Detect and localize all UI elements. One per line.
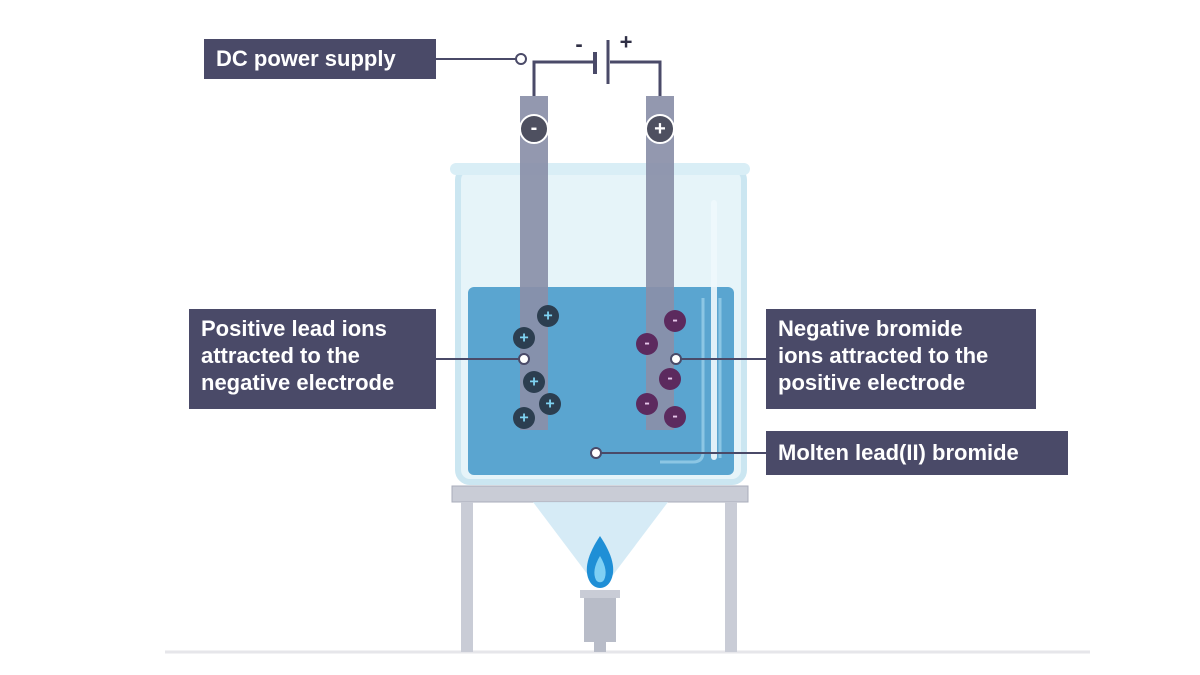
positive-ions-label: Positive lead ions attracted to the nega… (189, 309, 436, 409)
negative-ions-line-3: positive electrode (778, 370, 966, 395)
battery-negative-sign: - (575, 32, 582, 57)
positive-ions-line-2: attracted to the (201, 343, 360, 368)
molten-text: Molten lead(II) bromide (778, 440, 1019, 465)
anode-sign-icon: + (645, 114, 675, 144)
molten-label: Molten lead(II) bromide (766, 431, 1068, 475)
lead-ion: + (523, 371, 545, 393)
negative-ions-label: Negative bromide ions attracted to the p… (766, 309, 1036, 409)
svg-text:-: - (672, 408, 677, 425)
circuit-wires (532, 60, 662, 96)
lead-ion: + (537, 305, 559, 327)
battery-positive-sign: + (620, 30, 633, 55)
battery-symbol-icon (593, 40, 610, 84)
svg-text:+: + (543, 308, 552, 325)
bromide-ion: - (664, 310, 686, 332)
lead-ion: + (539, 393, 561, 415)
negative-ions-line-1: Negative bromide (778, 316, 963, 341)
lead-ion: + (513, 407, 535, 429)
cathode-sign-icon: - (519, 114, 549, 144)
power-supply-label: DC power supply (204, 39, 436, 79)
negative-ions-line-2: ions attracted to the (778, 343, 989, 368)
svg-text:-: - (667, 370, 672, 387)
callout-dots (515, 53, 682, 459)
bromide-ion: - (636, 333, 658, 355)
svg-text:+: + (545, 396, 554, 413)
positive-lead-ions: + + + + + (513, 305, 561, 429)
negative-bromide-ions: - - - - - (636, 310, 686, 428)
molten-liquid (468, 287, 734, 475)
bromide-ion: - (664, 406, 686, 428)
cathode-sign: - (531, 117, 538, 139)
tripod-stand (451, 485, 749, 652)
callout-lines (436, 58, 766, 454)
svg-text:+: + (519, 330, 528, 347)
svg-text:-: - (672, 312, 677, 329)
bunsen-burner (580, 590, 620, 652)
svg-text:+: + (529, 374, 538, 391)
positive-ions-line-3: negative electrode (201, 370, 395, 395)
power-supply-text: DC power supply (216, 46, 396, 71)
svg-text:-: - (644, 335, 649, 352)
bromide-ion: - (636, 393, 658, 415)
anode-sign: + (654, 118, 666, 140)
svg-text:-: - (644, 395, 649, 412)
bromide-ion: - (659, 368, 681, 390)
bunsen-flame-icon (533, 502, 668, 588)
positive-ions-line-1: Positive lead ions (201, 316, 387, 341)
lead-ion: + (513, 327, 535, 349)
svg-text:+: + (519, 410, 528, 427)
